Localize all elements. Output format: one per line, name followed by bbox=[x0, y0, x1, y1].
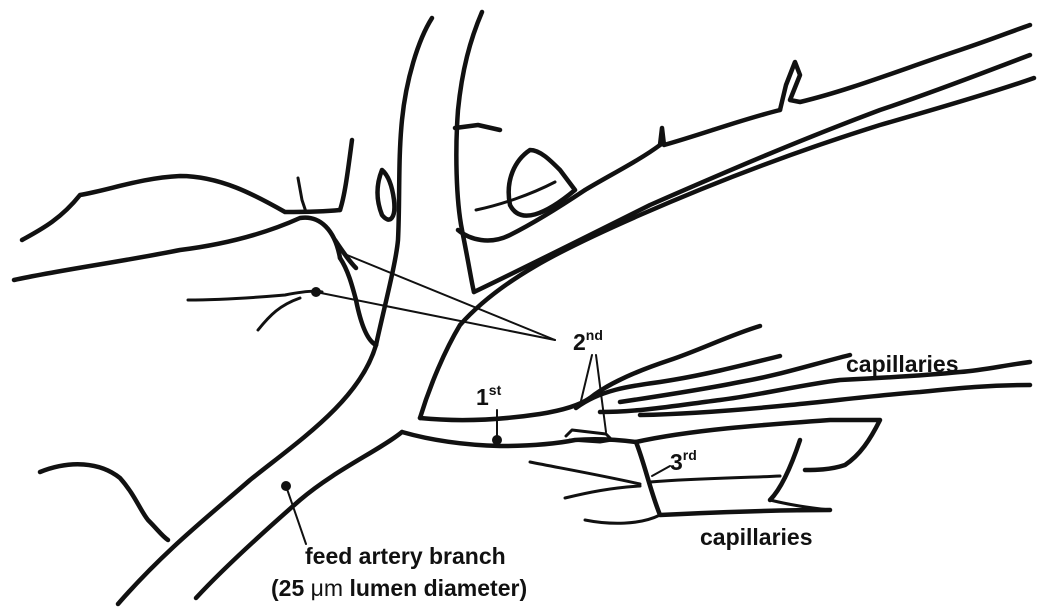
label-first-order: 1st bbox=[476, 382, 502, 410]
label-second-order: 2nd bbox=[573, 327, 603, 355]
bottom-left-branch bbox=[40, 464, 168, 540]
label-capillaries-right: capillaries bbox=[846, 351, 959, 377]
label-unit-micrometer: μm bbox=[311, 575, 343, 601]
marker-dot-feed-artery bbox=[281, 481, 291, 491]
first-order-arteriole bbox=[402, 398, 636, 446]
pointer-2nd-lower bbox=[316, 292, 555, 340]
pointer-3rd bbox=[652, 466, 670, 476]
marker-dot-2nd bbox=[311, 287, 321, 297]
left-vessels bbox=[14, 140, 394, 345]
third-order-capillary-bed bbox=[530, 420, 880, 523]
marker-dot-1st bbox=[492, 435, 502, 445]
label-feed-artery-line2: (25 μm lumen diameter) bbox=[271, 575, 527, 601]
label-third-order: 3rd bbox=[670, 447, 697, 475]
feed-artery-upper bbox=[376, 12, 482, 345]
label-capillaries-bottom: capillaries bbox=[700, 524, 813, 550]
label-feed-artery-line1: feed artery branch bbox=[305, 543, 506, 569]
inner-loop bbox=[455, 25, 1030, 240]
